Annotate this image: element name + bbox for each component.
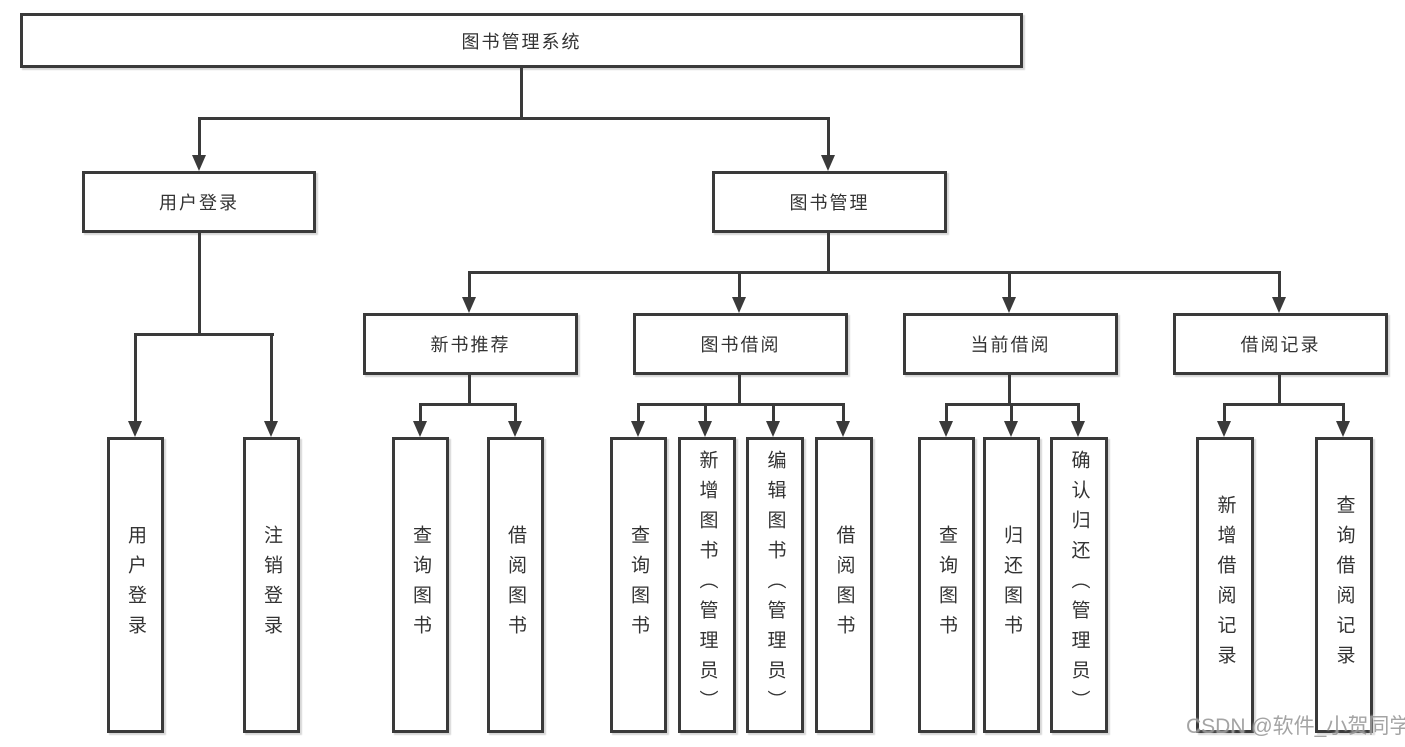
connector-line [1077,403,1080,423]
node-root-label: 图书管理系统 [461,31,582,52]
node-new-book-recommend: 新书推荐 [363,313,578,375]
connector-line [1010,403,1013,423]
leaf-records-query-borrow-record-label: 查询借阅记录 [1333,495,1355,675]
connector-line [1342,403,1345,423]
leaf-current-query-books-label: 查询图书 [936,525,957,645]
arrowhead-down-icon [836,421,850,437]
leaf-borrowing-borrow-books: 借阅图书 [815,437,873,733]
leaf-newbook-query-books-label: 查询图书 [410,525,431,645]
connector-line [1223,403,1226,423]
arrowhead-down-icon [1071,421,1085,437]
leaf-borrowing-borrow-books-label: 借阅图书 [833,525,855,645]
leaf-records-add-borrow-record: 新增借阅记录 [1196,437,1254,733]
arrowhead-down-icon [413,421,427,437]
connector-line [842,403,845,423]
connector-line [1278,375,1281,406]
node-book-management-label: 图书管理 [789,193,870,213]
arrowhead-down-icon [1217,421,1231,437]
leaf-borrowing-add-books-admin-label: 新增图书（管理员） [696,450,718,720]
arrowhead-down-icon [192,155,206,171]
node-borrow-records-label: 借阅记录 [1240,335,1321,355]
arrowhead-down-icon [631,421,645,437]
connector-line [827,233,830,274]
connector-line [270,333,273,423]
connector-line [514,403,517,423]
arrowhead-down-icon [698,421,712,437]
arrowhead-down-icon [1272,297,1286,313]
leaf-newbook-borrow-books: 借阅图书 [487,437,544,733]
connector-line [520,68,523,118]
connector-line [468,271,471,299]
node-user-login-label: 用户登录 [159,193,239,213]
leaf-logout-label: 注销登录 [261,525,282,645]
leaf-user-login: 用户登录 [107,437,164,733]
node-root: 图书管理系统 [20,13,1023,68]
leaf-current-confirm-return-admin: 确认归还（管理员） [1050,437,1108,733]
connector-line [704,403,707,423]
node-current-borrowing: 当前借阅 [903,313,1118,375]
arrowhead-down-icon [1004,421,1018,437]
connector-line [198,117,201,157]
leaf-borrowing-edit-books-admin: 编辑图书（管理员） [746,437,804,733]
arrowhead-down-icon [732,297,746,313]
connector-line [637,403,640,423]
leaf-records-add-borrow-record-label: 新增借阅记录 [1214,495,1236,675]
connector-line [134,333,137,423]
connector-line [945,403,948,423]
node-new-book-recommend-label: 新书推荐 [430,335,511,355]
node-borrow-records: 借阅记录 [1173,313,1388,375]
leaf-borrowing-query-books: 查询图书 [610,437,667,733]
arrowhead-down-icon [264,421,278,437]
connector-line [738,271,741,299]
connector-line [419,403,517,406]
arrowhead-down-icon [821,155,835,171]
connector-line [1008,375,1011,406]
connector-line [198,117,830,120]
leaf-current-query-books: 查询图书 [918,437,975,733]
connector-line [1278,271,1281,299]
node-book-borrowing-label: 图书借阅 [700,335,781,355]
arrowhead-down-icon [1336,421,1350,437]
arrowhead-down-icon [128,421,142,437]
node-book-management: 图书管理 [712,171,947,233]
connector-line [1008,271,1011,299]
arrowhead-down-icon [1002,297,1016,313]
connector-line [468,375,471,406]
connector-line [134,333,274,336]
arrowhead-down-icon [939,421,953,437]
connector-line [738,375,741,406]
node-book-borrowing: 图书借阅 [633,313,848,375]
arrowhead-down-icon [766,421,780,437]
leaf-borrowing-edit-books-admin-label: 编辑图书（管理员） [764,450,786,720]
leaf-records-query-borrow-record: 查询借阅记录 [1315,437,1373,733]
connector-line [419,403,422,423]
leaf-newbook-query-books: 查询图书 [392,437,449,733]
csdn-watermark: CSDN @软件_小贺同学 [1186,715,1405,738]
leaf-current-confirm-return-admin-label: 确认归还（管理员） [1068,450,1090,720]
connector-line [772,403,775,423]
node-current-borrowing-label: 当前借阅 [970,335,1051,355]
connector-line [468,271,1281,274]
leaf-borrowing-add-books-admin: 新增图书（管理员） [678,437,736,733]
leaf-user-login-label: 用户登录 [125,525,146,645]
leaf-borrowing-query-books-label: 查询图书 [628,525,649,645]
node-user-login: 用户登录 [82,171,316,233]
leaf-logout: 注销登录 [243,437,300,733]
connector-line [637,403,845,406]
arrowhead-down-icon [462,297,476,313]
leaf-newbook-borrow-books-label: 借阅图书 [505,525,526,645]
connector-line [198,233,201,336]
connector-line [1223,403,1345,406]
leaf-current-return-books-label: 归还图书 [1001,525,1022,645]
connector-line [827,117,830,157]
arrowhead-down-icon [508,421,522,437]
leaf-current-return-books: 归还图书 [983,437,1040,733]
